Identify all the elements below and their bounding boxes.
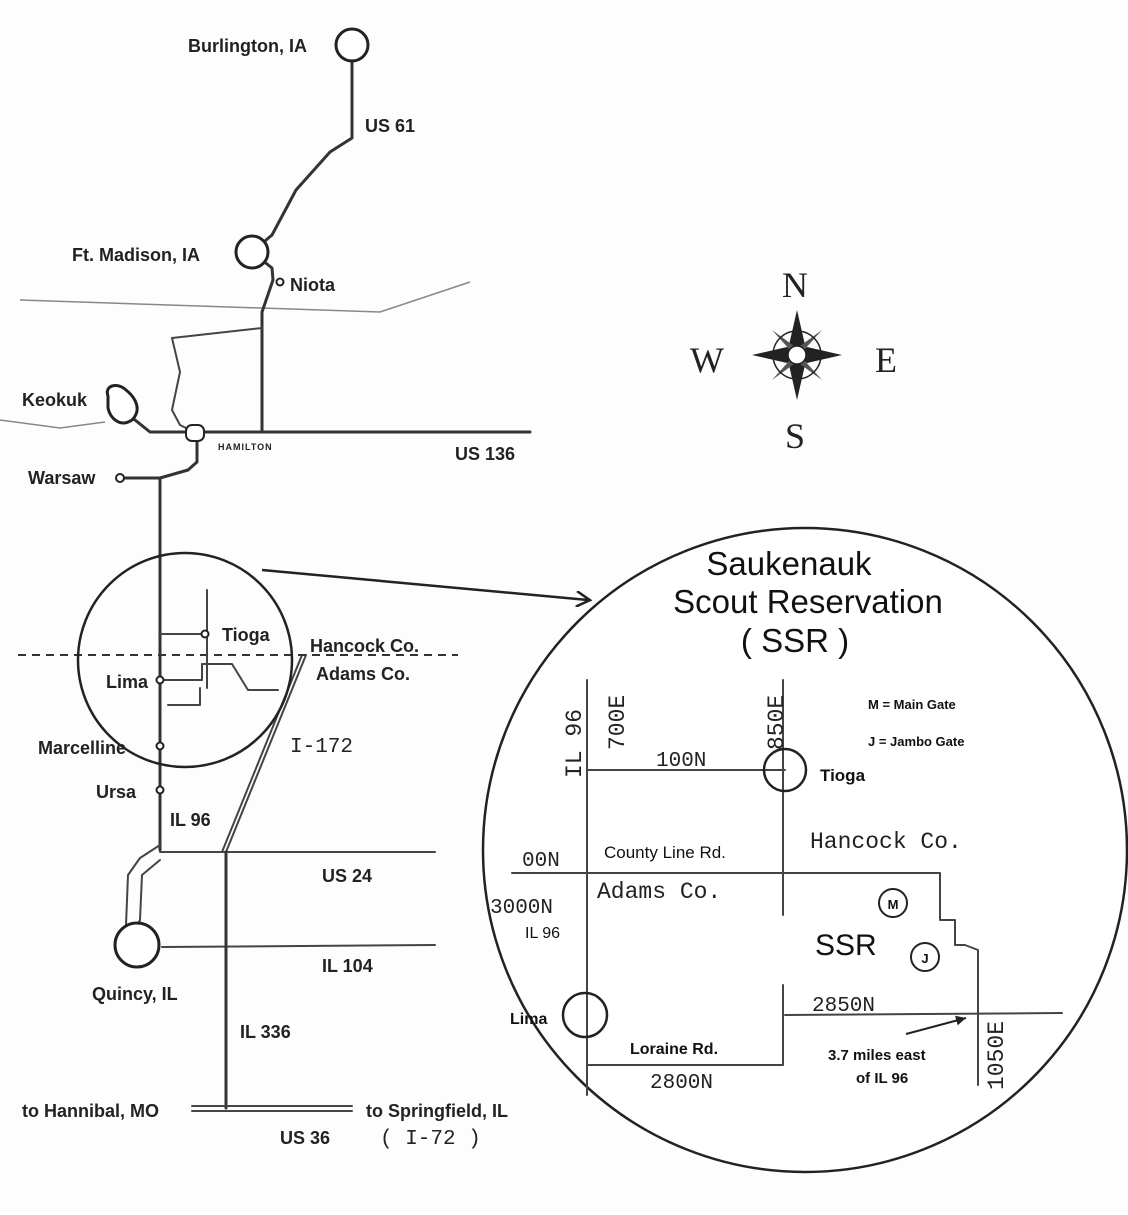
inset-loraine-label: Loraine Rd. <box>630 1041 718 1058</box>
main-gate-marker <box>878 888 908 918</box>
warsaw-road <box>118 432 199 480</box>
hancock-county-label: Hancock Co. <box>310 636 419 656</box>
il96-label: IL 96 <box>170 810 211 830</box>
warsaw-label: Warsaw <box>28 468 96 488</box>
inset-ssr-label: SSR <box>815 929 877 962</box>
main-gate-letter: M <box>888 897 899 912</box>
marcelline-label: Marcelline <box>38 738 126 758</box>
inset-il96-label: IL 96 <box>562 709 588 778</box>
compass-south: S <box>785 416 805 456</box>
ft-madison-label: Ft. Madison, IA <box>72 245 200 265</box>
tioga-label: Tioga <box>222 625 271 645</box>
burlington-label: Burlington, IA <box>188 36 307 56</box>
inset-lima-label: Lima <box>510 1011 547 1028</box>
inset-circle <box>481 526 1128 1174</box>
il336-label: IL 336 <box>240 1022 291 1042</box>
legend-jambo-gate: J = Jambo Gate <box>868 734 964 749</box>
inset-2850n-label: 2850N <box>812 995 875 1018</box>
quincy-label: Quincy, IL <box>92 984 178 1004</box>
keokuk-label: Keokuk <box>22 390 88 410</box>
us24-label: US 24 <box>322 866 372 886</box>
inset-850e-label: 850E <box>764 695 790 750</box>
us136-road <box>118 406 532 434</box>
compass-north: N <box>782 265 808 305</box>
us136-label: US 136 <box>455 444 515 464</box>
hamilton-label: HAMILTON <box>218 442 273 452</box>
adams-county-label: Adams Co. <box>316 664 410 684</box>
niota-road <box>250 250 275 434</box>
inset-3000n-label: 3000N <box>490 897 553 920</box>
i172-label: I-172 <box>290 736 353 759</box>
inset-2800n-label: 2800N <box>650 1072 713 1095</box>
compass-west: W <box>690 340 724 380</box>
inset-county-line-label: County Line Rd. <box>604 843 726 862</box>
niota-marker <box>275 277 285 287</box>
ursa-marker <box>155 785 165 795</box>
inset-00n-label: 00N <box>522 850 560 873</box>
inset-title-line1: Saukenauk <box>706 545 872 582</box>
tioga-marker <box>200 629 210 639</box>
inset-locator-circle <box>76 551 294 769</box>
marcelline-marker <box>155 741 165 751</box>
lima-marker <box>155 675 165 685</box>
inset-loraine-road <box>586 984 784 1066</box>
us36-label: US 36 <box>280 1128 330 1148</box>
inset-miles-line1: 3.7 miles east <box>828 1047 926 1064</box>
legend-main-gate: M = Main Gate <box>868 697 956 712</box>
inset-il96-2-label: IL 96 <box>525 925 560 942</box>
il96-quincy-loop <box>125 844 161 933</box>
river-line-keokuk <box>0 419 106 429</box>
burlington-marker <box>334 27 370 63</box>
inset-miles-line2: of IL 96 <box>856 1070 908 1087</box>
il104-label: IL 104 <box>322 956 373 976</box>
jambo-gate-marker <box>910 942 940 972</box>
keokuk-marker <box>105 383 139 425</box>
ft-madison-marker <box>234 234 270 270</box>
small-county-road <box>159 663 279 691</box>
inset-adams-label: Adams Co. <box>597 879 721 905</box>
compass-east: E <box>875 340 897 380</box>
ursa-label: Ursa <box>96 782 137 802</box>
inset-pointer-arrow <box>261 568 588 600</box>
lima-label: Lima <box>106 672 149 692</box>
i172-road-a <box>225 654 307 853</box>
inset-1050e-label: 1050E <box>984 1021 1010 1090</box>
small-loraine <box>167 687 201 706</box>
inset-tioga-label: Tioga <box>820 766 866 785</box>
inset-tioga-marker <box>762 747 808 793</box>
hamilton-marker <box>185 424 205 442</box>
hannibal-label: to Hannibal, MO <box>22 1101 159 1121</box>
il104-road <box>161 944 436 948</box>
inset-2850n-road <box>784 1012 1063 1016</box>
springfield-label: to Springfield, IL <box>366 1101 508 1121</box>
inset-hancock-label: Hancock Co. <box>810 829 962 855</box>
quincy-marker <box>113 921 161 969</box>
inset-distance-arrow <box>905 1015 967 1035</box>
inset-county-line-road <box>511 872 979 1086</box>
jambo-gate-letter: J <box>921 951 928 966</box>
inset-700e-label: 700E <box>605 695 631 750</box>
i72-label: ( I-72 ) <box>380 1128 481 1151</box>
compass-rose <box>752 310 842 400</box>
us61-label: US 61 <box>365 116 415 136</box>
inset-lima-marker <box>561 991 609 1039</box>
inset-100n-label: 100N <box>656 750 706 773</box>
us61-road <box>250 58 354 254</box>
inset-title-line2: Scout Reservation <box>673 583 943 620</box>
inset-title-line3: ( SSR ) <box>741 622 849 659</box>
warsaw-marker <box>115 473 125 483</box>
niota-label: Niota <box>290 275 336 295</box>
west-road <box>171 327 263 433</box>
river-line <box>19 281 471 313</box>
